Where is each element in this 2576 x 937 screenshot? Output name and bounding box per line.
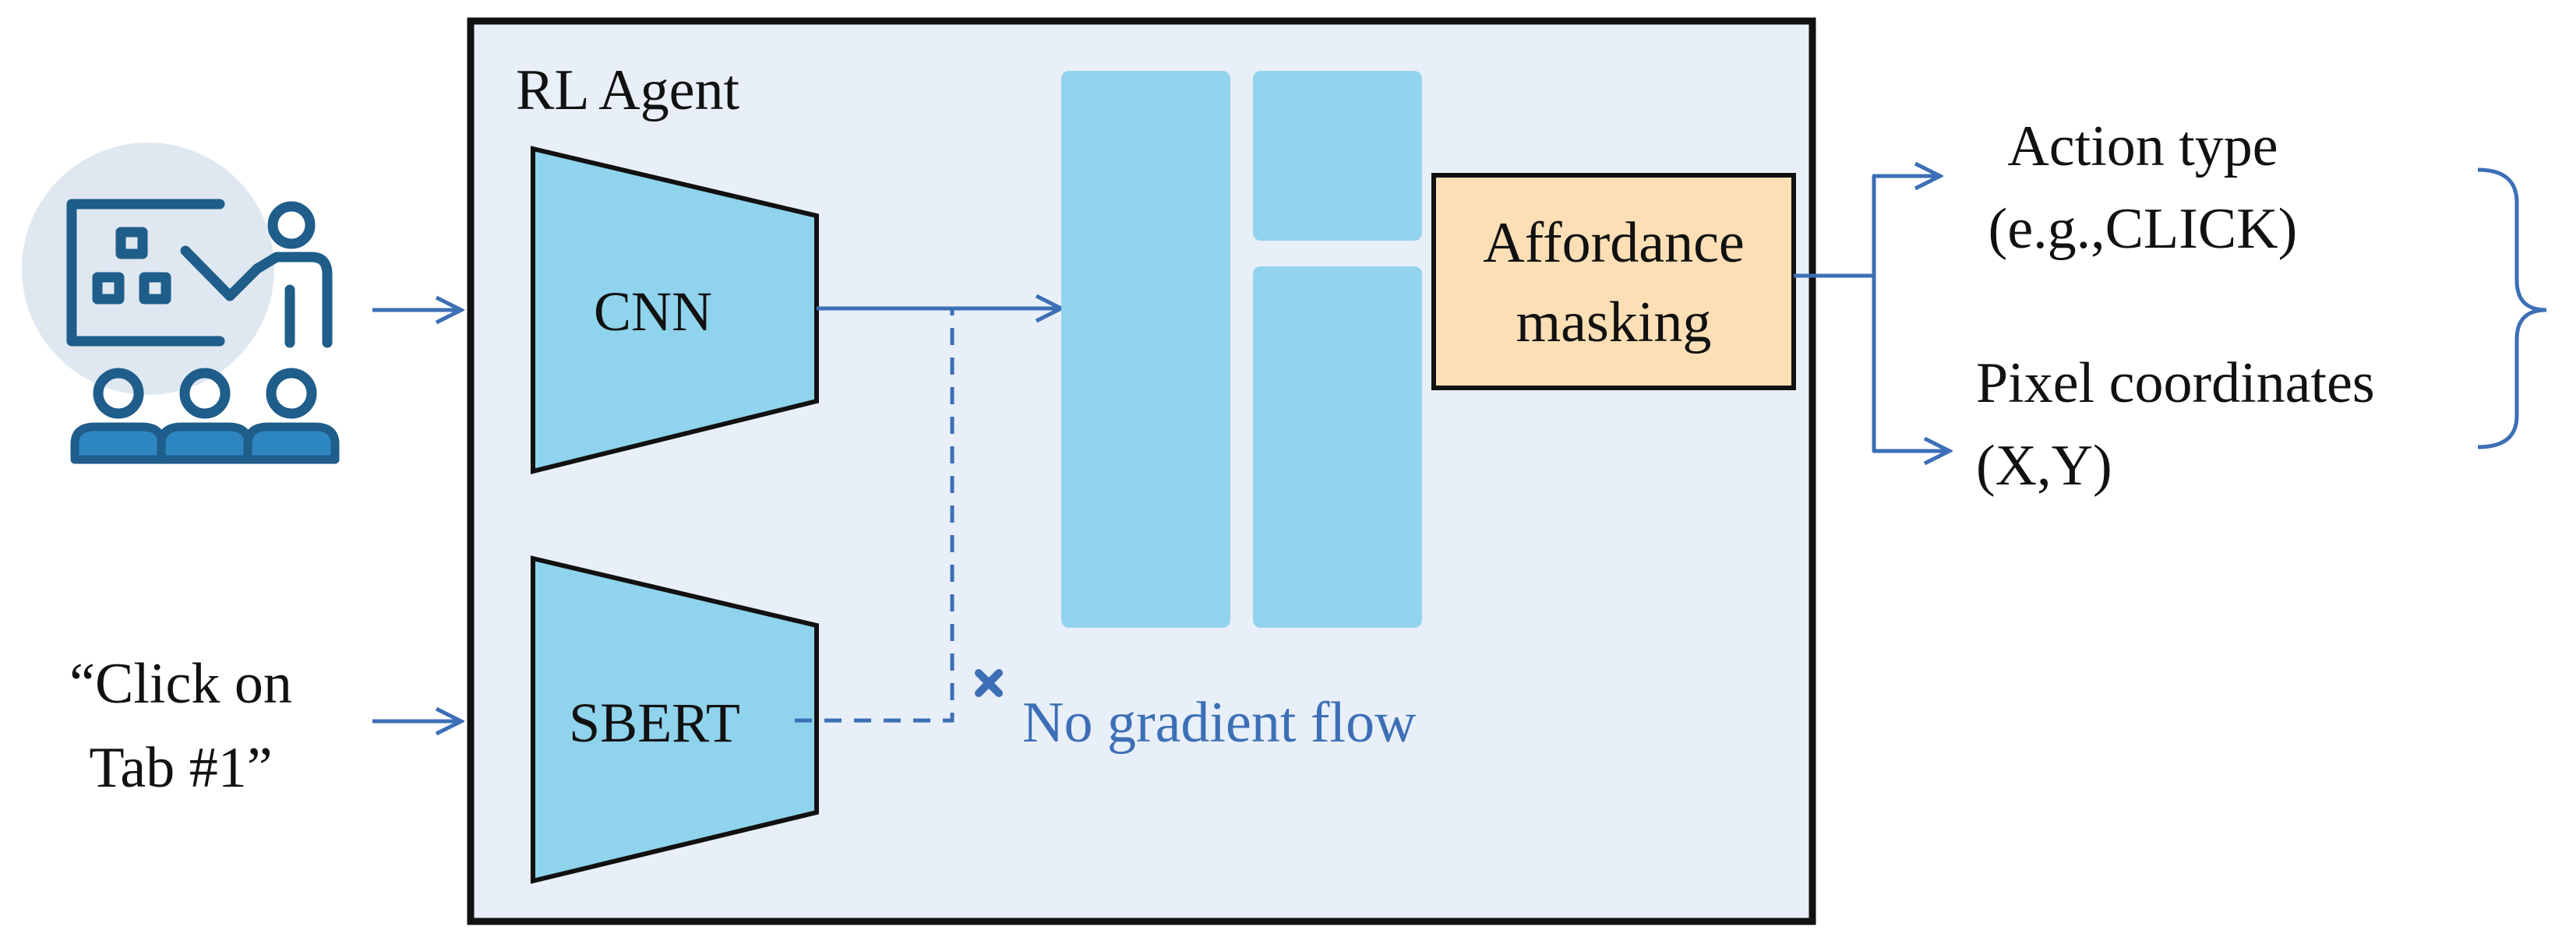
affordance-label-line-1: Affordance: [1483, 211, 1745, 275]
instruction-line-2: Tab #1”: [89, 736, 272, 800]
rl-agent-title: RL Agent: [516, 58, 740, 122]
sbert-encoder: [531, 555, 819, 884]
affordance-masking-box: [1431, 173, 1796, 390]
no-gradient-dashed-line: [795, 308, 955, 723]
instruction-line-1: “Click on: [69, 652, 292, 716]
pixel-coordinates-example: (X,Y): [1976, 434, 2112, 498]
sbert-label: SBERT: [569, 692, 740, 754]
presentation-teacher-icon: [22, 143, 340, 464]
policy-block-top: [1253, 71, 1422, 241]
pixel-coordinates-label: Pixel coordinates: [1976, 351, 2375, 415]
policy-block-bottom: [1253, 266, 1422, 628]
policy-block-tall: [1061, 71, 1230, 628]
no-gradient-x-icon: [975, 669, 1003, 697]
cnn-encoder: [531, 146, 819, 474]
affordance-label-line-2: masking: [1516, 291, 1712, 354]
cnn-label: CNN: [594, 280, 712, 343]
outputs-brace: [2477, 167, 2547, 449]
action-type-example: (e.g.,CLICK): [1988, 197, 2298, 261]
no-gradient-label: No gradient flow: [1022, 691, 1417, 755]
action-type-label: Action type: [2007, 114, 2278, 178]
